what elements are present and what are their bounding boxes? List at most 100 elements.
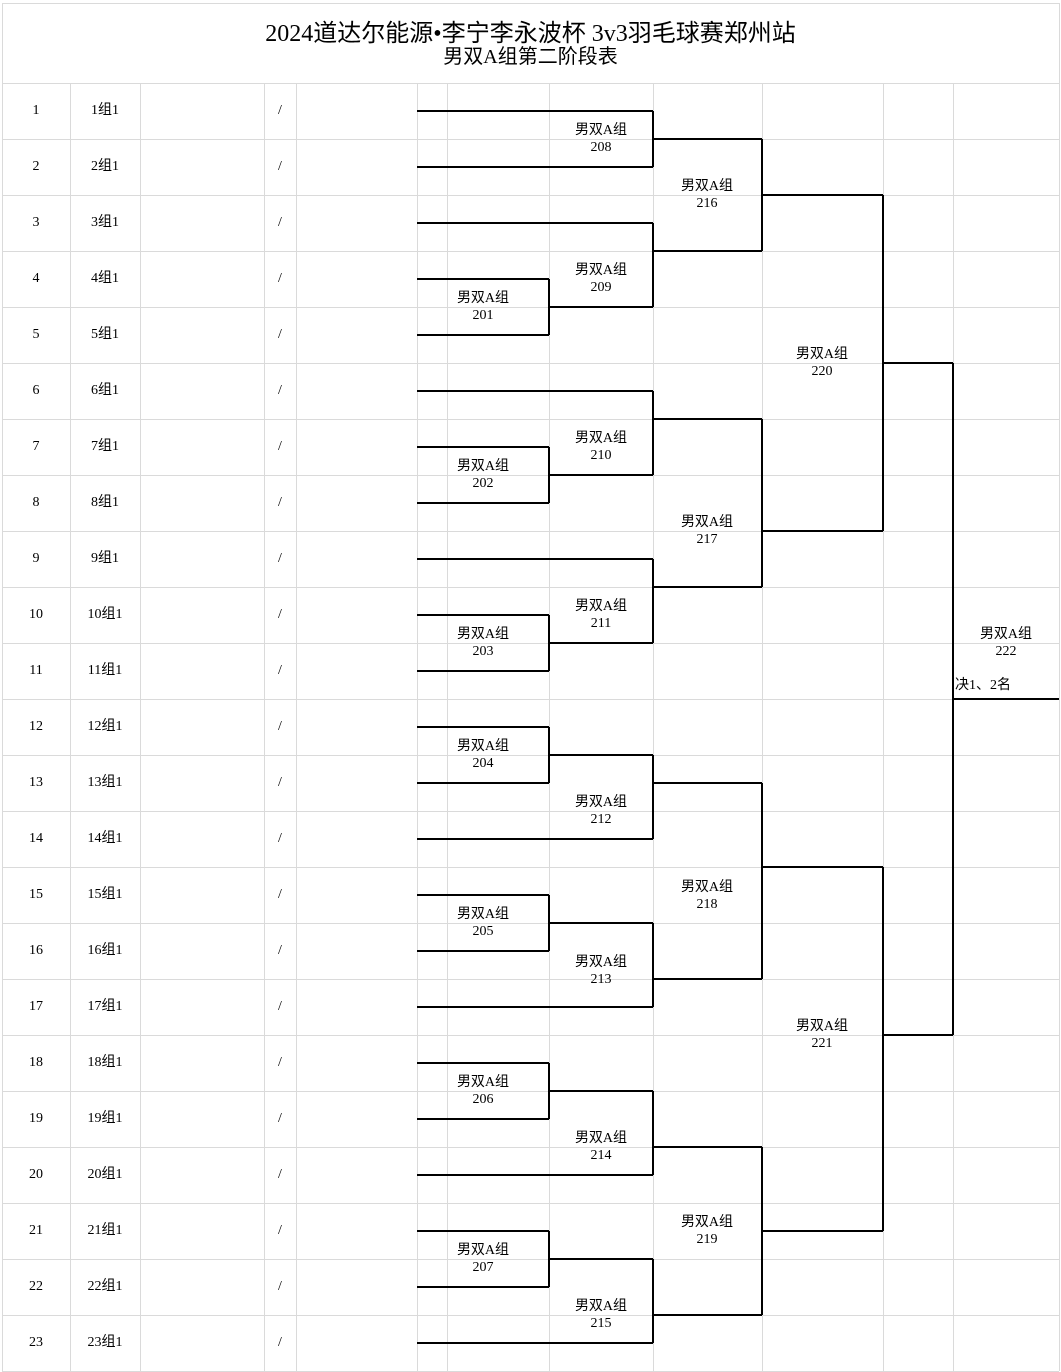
row-number: 4 (32, 271, 40, 286)
match-group-label: 男双A组 (456, 291, 510, 306)
row-result-slash: / (278, 495, 282, 510)
row-number: 2 (32, 159, 40, 174)
bracket-line (549, 306, 653, 308)
row-result-slash: / (278, 383, 282, 398)
match-group-label: 男双A组 (574, 123, 628, 138)
match-group-label: 男双A组 (574, 1131, 628, 1146)
match-group-label: 男双A组 (574, 1299, 628, 1314)
match-group-label: 男双A组 (680, 1215, 734, 1230)
row-number: 3 (32, 215, 40, 230)
match-number: 219 (696, 1232, 718, 1247)
row-number: 9 (32, 551, 40, 566)
bracket-line (417, 1286, 549, 1288)
match-number: 215 (590, 1316, 612, 1331)
row-group-label: 6组1 (91, 383, 119, 398)
bracket-line (882, 867, 884, 1231)
bracket-line (652, 223, 654, 307)
row-group-label: 23组1 (87, 1335, 123, 1350)
bracket-line (549, 474, 653, 476)
bracket-line (549, 1258, 653, 1260)
row-number: 12 (29, 719, 43, 734)
match-number: 206 (472, 1092, 494, 1107)
match-208: 男双A组 208 (546, 122, 656, 156)
match-number: 218 (696, 897, 718, 912)
bracket-line (417, 558, 653, 560)
gridline (2, 1035, 1059, 1036)
bracket-line (417, 334, 549, 336)
bracket-line (417, 166, 653, 168)
gridline (2, 475, 1059, 476)
gridline (2, 307, 1059, 308)
row-result-slash: / (278, 999, 282, 1014)
bracket-line (417, 614, 549, 616)
match-group-label: 男双A组 (680, 880, 734, 895)
row-number: 21 (29, 1223, 43, 1238)
bracket-line (417, 446, 549, 448)
row-group-label: 20组1 (87, 1167, 123, 1182)
gridline (2, 699, 1059, 700)
match-group-label: 男双A组 (795, 347, 849, 362)
match-number: 220 (811, 364, 833, 379)
match-group-label: 男双A组 (456, 1243, 510, 1258)
row-group-label: 21组1 (87, 1223, 123, 1238)
gridline (140, 83, 141, 1371)
row-result-slash: / (278, 1167, 282, 1182)
bracket-line (417, 1118, 549, 1120)
row-group-label: 15组1 (87, 887, 123, 902)
bracket-line (417, 222, 653, 224)
gridline (264, 83, 265, 1371)
row-number: 1 (32, 103, 40, 118)
match-214: 男双A组 214 (546, 1130, 656, 1164)
bracket-line (653, 782, 762, 784)
bracket-line (652, 391, 654, 475)
row-result-slash: / (278, 551, 282, 566)
row-result-slash: / (278, 775, 282, 790)
page-title: 2024道达尔能源•李宁李永波杯 3v3羽毛球赛郑州站 (265, 21, 796, 47)
row-number: 15 (29, 887, 43, 902)
match-219: 男双A组 219 (652, 1214, 762, 1248)
bracket-line (653, 138, 762, 140)
bracket-line (652, 1091, 654, 1175)
match-group-label: 男双A组 (574, 795, 628, 810)
bracket-line (417, 502, 549, 504)
row-number: 17 (29, 999, 43, 1014)
match-group-label: 男双A组 (574, 955, 628, 970)
gridline (2, 1147, 1059, 1148)
row-result-slash: / (278, 663, 282, 678)
row-result-slash: / (278, 103, 282, 118)
gridline (2, 251, 1059, 252)
bracket-line (417, 1230, 549, 1232)
row-number: 16 (29, 943, 43, 958)
bracket-line (417, 670, 549, 672)
bracket-line (417, 1062, 549, 1064)
bracket-line (762, 194, 883, 196)
row-result-slash: / (278, 215, 282, 230)
bracket-line (653, 250, 762, 252)
row-group-label: 12组1 (87, 719, 123, 734)
row-number: 20 (29, 1167, 43, 1182)
row-group-label: 18组1 (87, 1055, 123, 1070)
row-number: 19 (29, 1111, 43, 1126)
match-number: 222 (995, 644, 1017, 659)
match-number: 208 (590, 140, 612, 155)
gridline (70, 83, 71, 1371)
match-number: 217 (696, 532, 718, 547)
row-result-slash: / (278, 887, 282, 902)
row-result-slash: / (278, 1111, 282, 1126)
row-result-slash: / (278, 327, 282, 342)
bracket-line (417, 278, 549, 280)
match-group-label: 男双A组 (574, 263, 628, 278)
row-number: 22 (29, 1279, 43, 1294)
row-result-slash: / (278, 271, 282, 286)
bracket-line (417, 894, 549, 896)
row-result-slash: / (278, 1055, 282, 1070)
row-number: 7 (32, 439, 40, 454)
match-number: 214 (590, 1148, 612, 1163)
